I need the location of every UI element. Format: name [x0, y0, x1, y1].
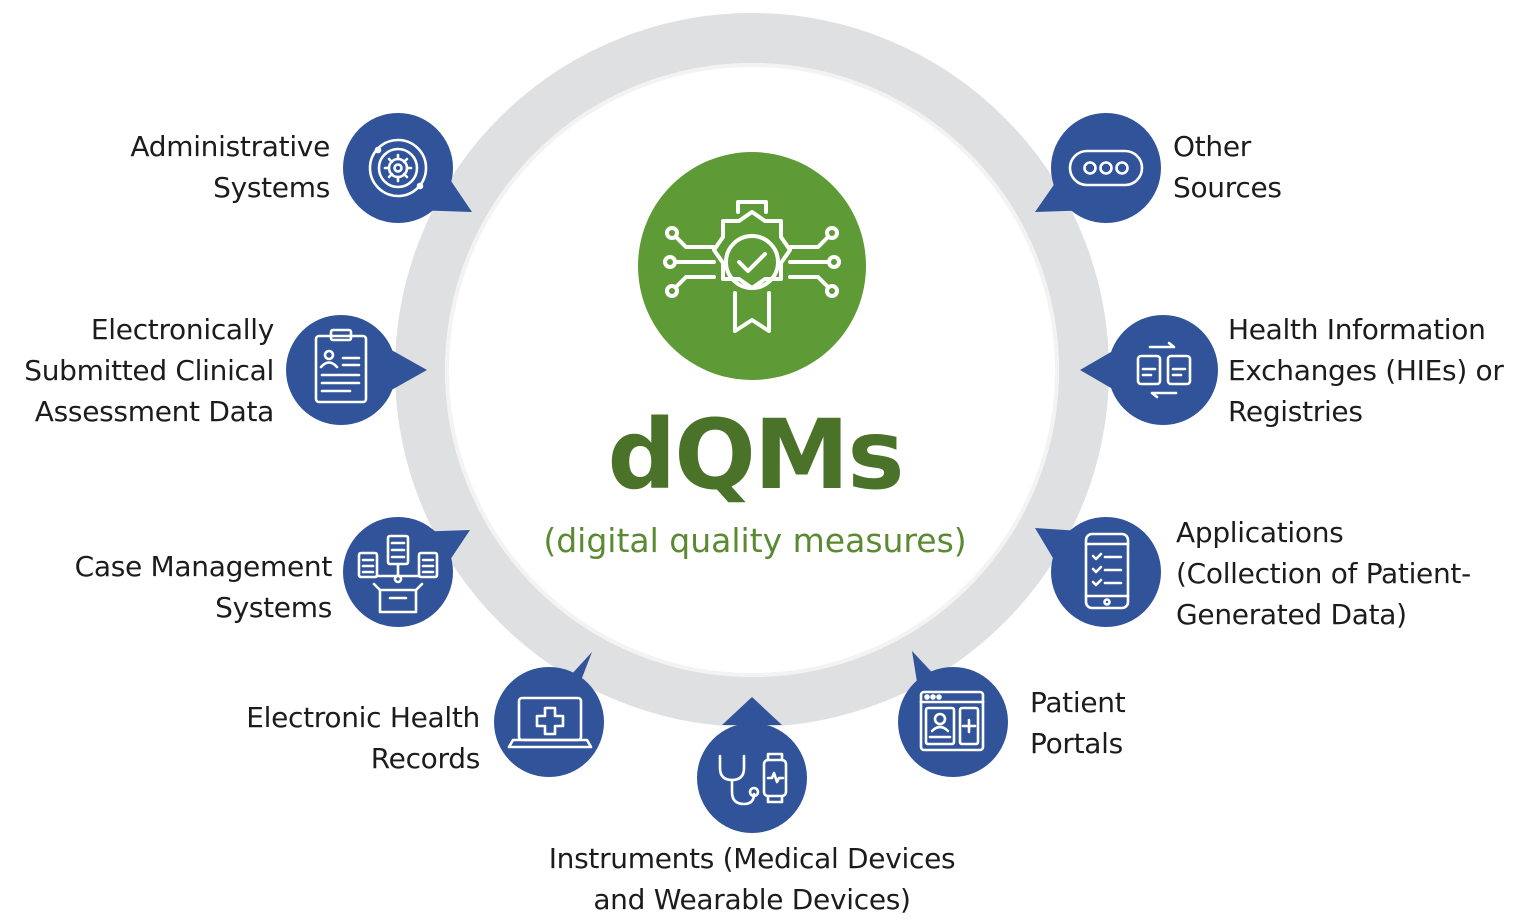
- node-instruments: [697, 723, 807, 833]
- node-hie: [1108, 315, 1218, 425]
- pointer-instruments: [722, 697, 782, 725]
- label-instruments: Instruments (Medical Devices and Wearabl…: [502, 838, 1002, 920]
- gear-orbit-icon: [368, 138, 428, 198]
- label-line: Health Information: [1228, 313, 1486, 346]
- node-other-sources: [1051, 113, 1161, 223]
- ring-inner-edge: [445, 63, 1059, 677]
- certified-badge-circuit-icon: [663, 200, 841, 333]
- label-line: Records: [370, 742, 481, 775]
- label-line: Patient: [1030, 686, 1126, 719]
- label-line: Generated Data): [1176, 598, 1407, 631]
- mobile-checklist-icon: [1084, 532, 1130, 610]
- laptop-medical-icon: [507, 696, 593, 749]
- label-patient-portals: Patient Portals: [1030, 682, 1126, 764]
- label-line: Systems: [215, 591, 332, 624]
- node-administrative-systems: [343, 113, 453, 223]
- label-line: Exchanges (HIEs) or: [1228, 354, 1504, 387]
- label-line: and Wearable Devices): [593, 883, 911, 916]
- label-line: Submitted Clinical: [24, 354, 274, 387]
- label-line: Applications: [1176, 516, 1344, 549]
- label-administrative-systems: Administrative Systems: [130, 126, 330, 208]
- label-health-information-exchanges: Health Information Exchanges (HIEs) or R…: [1228, 309, 1504, 432]
- more-options-icon: [1068, 149, 1144, 187]
- label-line: Portals: [1030, 727, 1123, 760]
- label-line: Assessment Data: [34, 395, 275, 428]
- stethoscope-wearable-icon: [718, 752, 788, 806]
- label-line: Administrative: [130, 130, 330, 163]
- exchange-documents-icon: [1136, 341, 1192, 399]
- label-other-sources: Other Sources: [1173, 126, 1282, 208]
- label-electronic-health-records: Electronic Health Records: [246, 697, 480, 779]
- clipboard-form-icon: [314, 328, 368, 404]
- node-clinical-assessment: [286, 315, 396, 425]
- label-line: Sources: [1173, 171, 1282, 204]
- patient-portal-window-icon: [919, 690, 985, 752]
- center-title: dQMs: [607, 399, 905, 511]
- label-line: Systems: [213, 171, 330, 204]
- label-line: (Collection of Patient-: [1176, 557, 1471, 590]
- node-ehr: [494, 667, 604, 777]
- label-line: Other: [1173, 130, 1252, 163]
- label-line: Registries: [1228, 395, 1363, 428]
- label-line: Electronically: [90, 313, 274, 346]
- label-clinical-assessment-data: Electronically Submitted Clinical Assess…: [24, 309, 274, 432]
- label-case-management-systems: Case Management Systems: [74, 546, 333, 628]
- documents-box-icon: [357, 534, 439, 614]
- center-subtitle: (digital quality measures): [543, 521, 967, 560]
- label-applications: Applications (Collection of Patient- Gen…: [1176, 512, 1471, 635]
- label-line: Electronic Health: [246, 701, 480, 734]
- label-line: Instruments (Medical Devices: [548, 842, 956, 875]
- node-applications: [1051, 517, 1161, 627]
- label-line: Case Management: [74, 550, 333, 583]
- node-circles: [286, 113, 1218, 833]
